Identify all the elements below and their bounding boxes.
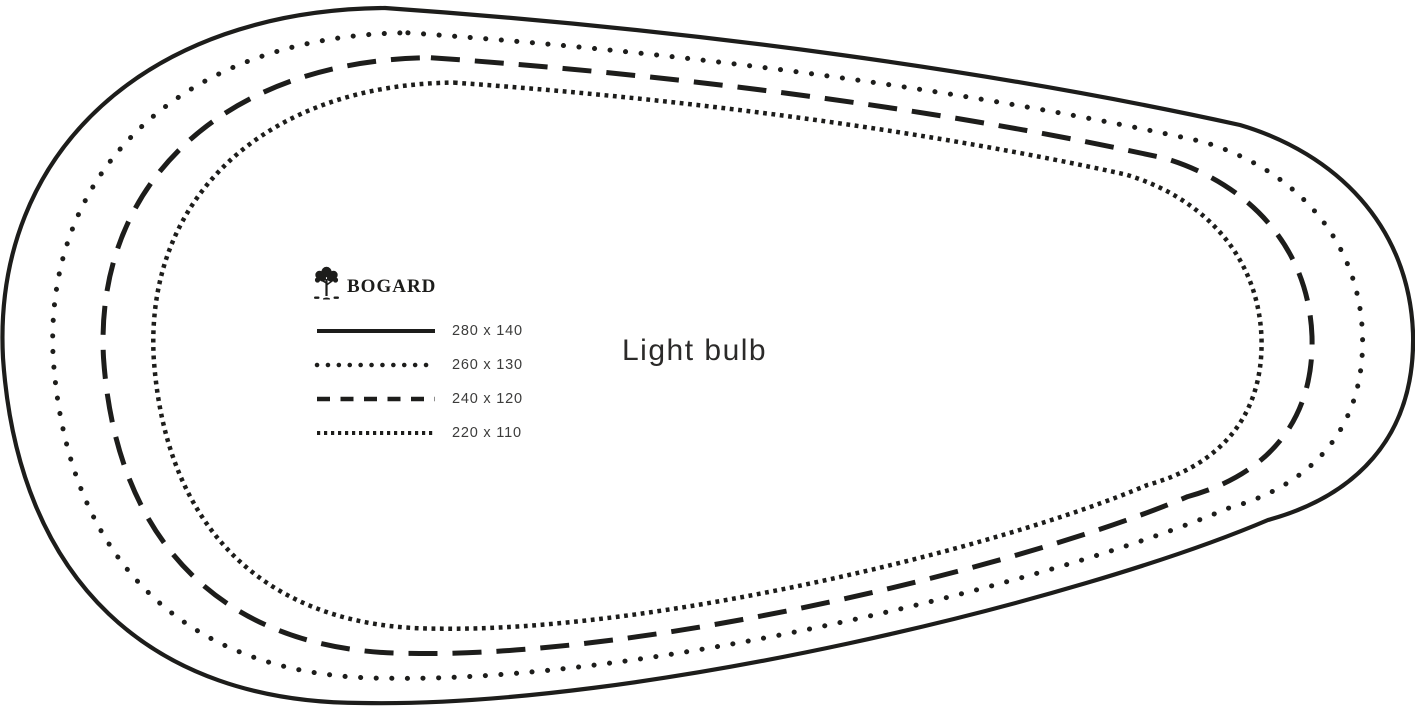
outline-dashed-240x120 — [100, 55, 1315, 657]
legend-label: 280 x 140 — [452, 323, 523, 339]
legend-swatch-dashed — [317, 396, 435, 402]
legend-label: 260 x 130 — [452, 357, 523, 373]
outline-solid-280x140 — [0, 5, 1415, 706]
legend-row-solid: 280 x 140 — [314, 314, 523, 348]
legend-row-dashed: 240 x 120 — [314, 382, 523, 416]
legend-row-fine-dotted: 220 x 110 — [314, 416, 523, 450]
legend-swatch-fine-dotted — [317, 431, 435, 435]
size-legend: 280 x 140 260 x 130 240 x 120 220 x 110 — [314, 314, 523, 450]
legend-swatch-solid — [317, 329, 435, 333]
outline-dotted-260x130 — [50, 30, 1366, 681]
brand-logo: BOGARD — [313, 264, 436, 304]
legend-row-dotted: 260 x 130 — [314, 348, 523, 382]
legend-label: 220 x 110 — [452, 425, 522, 441]
brand-name: BOGARD — [347, 275, 437, 297]
pattern-title: Light bulb — [622, 334, 768, 367]
legend-label: 240 x 120 — [452, 391, 523, 407]
legend-swatch-dotted — [314, 362, 438, 368]
tree-icon — [314, 266, 339, 300]
